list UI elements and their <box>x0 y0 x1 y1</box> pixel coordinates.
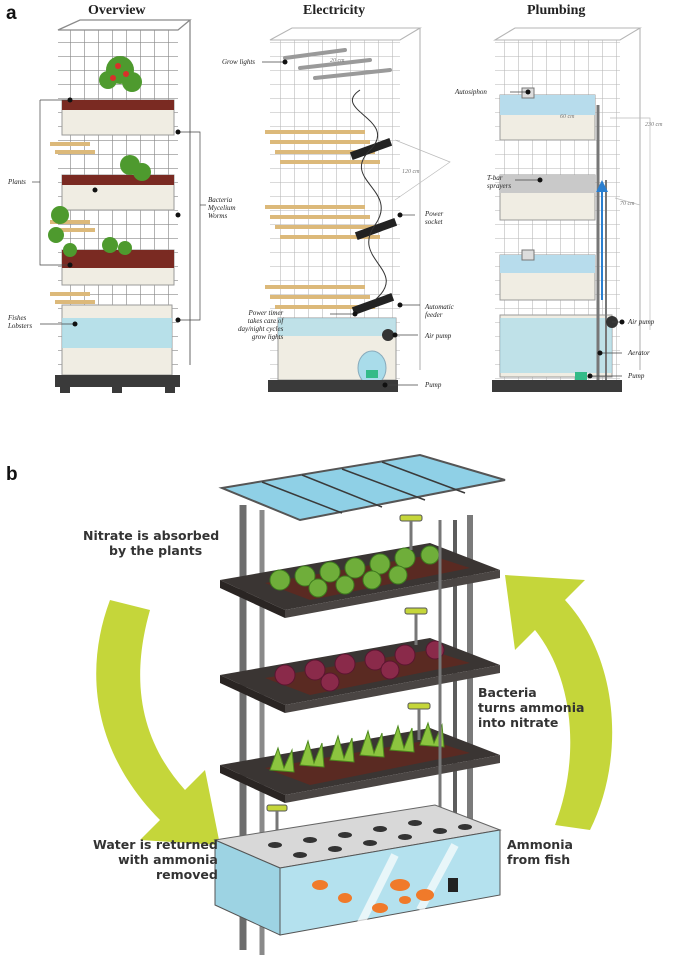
label-feeder: feeder <box>425 311 443 319</box>
label-fishes-lobsters: Fishes Lobsters <box>8 314 32 330</box>
left-cycle-arrow <box>96 600 220 845</box>
label-water-line2: with ammonia <box>118 852 218 867</box>
label-mycelium: Mycelium <box>208 204 236 212</box>
label-power-timer-line2: takes care of <box>247 317 284 325</box>
dim-60cm: 60 cm <box>560 114 575 120</box>
panel-a-illustration <box>32 19 651 393</box>
label-power-timer-line1: Power timer <box>248 309 284 317</box>
label-socket: socket <box>425 218 443 226</box>
column-title-electricity: Electricity <box>303 3 366 18</box>
label-bacteria-line3: into nitrate <box>478 715 559 730</box>
dim-20cm: 20 cm <box>330 58 345 64</box>
dim-230cm: 230 cm <box>645 122 663 128</box>
label-automatic-feeder: Automatic feeder <box>425 303 454 319</box>
label-water-line1: Water is returned <box>93 837 218 852</box>
label-pump-electricity: Pump <box>425 381 442 389</box>
label-pump-plumbing: Pump <box>628 372 645 380</box>
label-nitrate-absorbed: Nitrate is absorbed by the plants <box>83 528 219 558</box>
column-title-overview: Overview <box>88 3 146 18</box>
label-sprayers: sprayers <box>487 182 512 190</box>
label-power-socket: Power socket <box>425 210 443 226</box>
label-ammonia-from-fish: Ammonia from fish <box>507 837 573 867</box>
electricity-tower <box>262 27 451 392</box>
label-bacteria-line2: turns ammonia <box>478 700 585 715</box>
label-fishes: Fishes <box>8 314 27 322</box>
label-bacteria-line1: Bacteria <box>478 685 537 700</box>
label-bacteria-turns-ammonia: Bacteria turns ammonia into nitrate <box>478 685 584 730</box>
label-water-line3: removed <box>156 867 218 882</box>
label-plants: Plants <box>8 178 26 186</box>
label-grow-lights: Grow lights <box>222 58 255 66</box>
label-air-pump-electricity: Air pump <box>425 332 452 340</box>
label-air-pump-plumbing: Air pump <box>628 318 655 326</box>
shelf-middle <box>220 638 500 713</box>
label-power-timer: Power timer takes care of day/night cycl… <box>238 309 283 341</box>
label-ammonia-line1: Ammonia <box>507 837 573 852</box>
label-tbar: T-bar <box>487 174 503 182</box>
label-automatic: Automatic <box>425 303 454 311</box>
roof <box>218 453 506 522</box>
label-bacteria-mycelium-worms: Bacteria Mycelium Worms <box>208 196 236 220</box>
label-nitrate-line1: Nitrate is absorbed <box>83 528 220 543</box>
dim-120cm: 120 cm <box>402 169 420 175</box>
label-power: Power <box>425 210 444 218</box>
plumbing-tower <box>492 27 651 392</box>
label-power-timer-line4: grow lights <box>251 333 284 341</box>
panel-a-letter: a <box>6 3 17 24</box>
label-tbar-sprayers: T-bar sprayers <box>487 174 511 190</box>
column-title-plumbing: Plumbing <box>527 3 586 18</box>
label-lobsters: Lobsters <box>8 322 33 330</box>
label-ammonia-line2: from fish <box>507 852 571 867</box>
label-autosiphon: Autosiphon <box>455 88 487 96</box>
label-water-returned: Water is returned with ammonia removed <box>93 837 218 882</box>
label-bacteria: Bacteria <box>208 196 233 204</box>
fish-tank <box>213 804 502 936</box>
dim-70cm: 70 cm <box>620 201 635 207</box>
label-aerator: Aerator <box>628 349 650 357</box>
label-power-timer-line3: day/night cycles <box>238 325 284 333</box>
label-nitrate-line2: by the plants <box>109 543 203 558</box>
panel-b-letter: b <box>6 464 18 485</box>
label-worms: Worms <box>208 212 228 220</box>
right-cycle-arrow <box>505 575 613 830</box>
overview-tower <box>32 19 206 393</box>
